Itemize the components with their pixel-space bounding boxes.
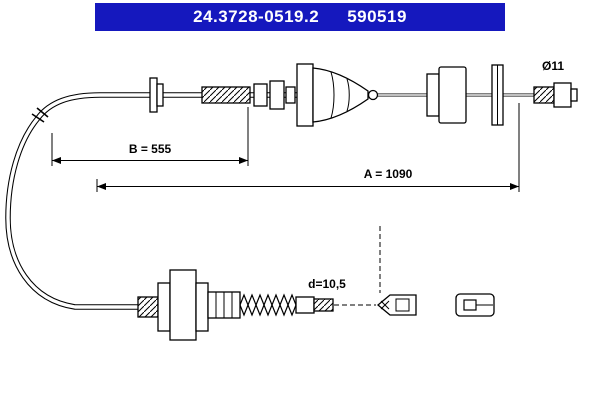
retainer-clip — [455, 293, 495, 317]
diameter-rod-label: Ø11 — [542, 59, 564, 73]
washer-disc — [491, 64, 504, 126]
mount-flange — [296, 63, 314, 127]
header-bar: 24.3728-0519.2 590519 — [95, 3, 505, 31]
threaded-adjuster — [201, 86, 251, 104]
dimension-a — [96, 103, 520, 192]
dust-boot — [312, 67, 379, 123]
ref-number: 590519 — [347, 7, 407, 26]
cable-outer-sheath — [5, 92, 313, 310]
bulkhead-flange — [149, 77, 164, 113]
dimension-b — [51, 107, 249, 166]
adjuster-nuts — [253, 80, 296, 110]
dim-b-label: B = 555 — [129, 142, 172, 156]
bellows-end-cylinder — [295, 296, 315, 314]
cable-end-stop — [31, 107, 49, 123]
part-number: 24.3728-0519.2 — [193, 7, 320, 26]
lower-hatched-sleeve — [137, 296, 159, 318]
inner-cable-thread — [313, 298, 334, 312]
accordion-bellows — [239, 293, 297, 317]
damper-cylinder — [426, 66, 467, 124]
threaded-end — [533, 82, 578, 108]
fork-end-mount — [157, 269, 209, 341]
reference-dashes — [334, 226, 381, 306]
dim-a-label: A = 1090 — [364, 167, 413, 181]
ribbed-cylinder — [207, 291, 241, 319]
spade-connector — [376, 294, 417, 316]
diameter-inner-label: d=10,5 — [308, 277, 346, 291]
